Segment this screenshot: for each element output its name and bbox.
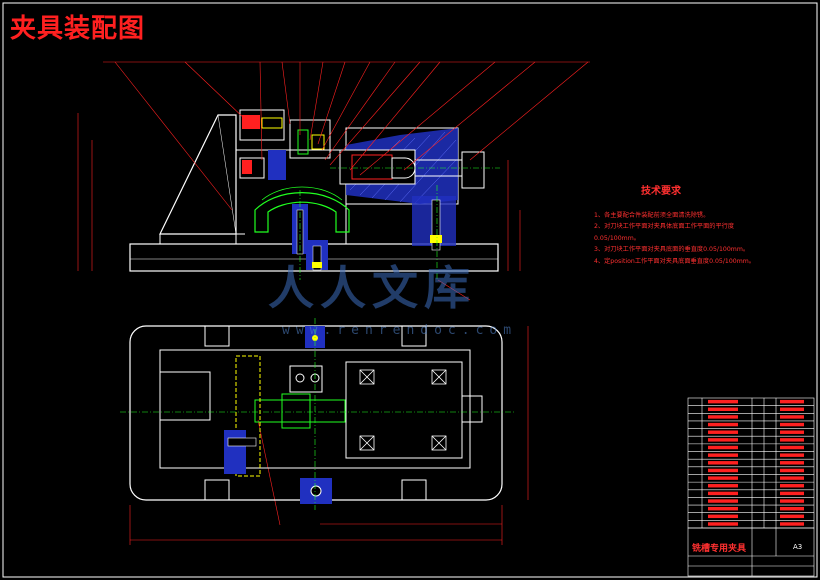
watermark-text: 人人文库 [268,261,476,315]
bom-cell-text [708,506,738,511]
bom-cell-text [708,468,738,473]
bom-cell-text [708,407,738,411]
bom-cell-text [780,453,804,457]
bom-cell-text [780,407,804,411]
bom-cell-text [708,491,738,496]
bom-cell-text [780,476,804,480]
title-block [687,527,815,577]
bom-cell-text [708,522,738,526]
title-block-part-name: 铣槽专用夹具 [692,544,747,554]
bom-cell-text [708,445,738,450]
tech-requirements-list: 1、各主要配合件装配前须全面清洗除锈。 2、对刀块工作平面对夹具体底面工作平面的… [594,210,804,267]
bom-cell-text [780,484,804,488]
bom-cell-text [780,438,804,442]
top-view [120,318,515,510]
bom-cell-text [708,453,738,457]
bom-cell-text [708,484,738,488]
bom-cell-text [780,522,804,526]
tech-requirement: 1、各主要配合件装配前须全面清洗除锈。 [594,212,710,219]
bom-cell-text [780,514,804,519]
watermark-url: www.renrendoc.com [282,323,518,338]
bom-cell-text [780,468,804,473]
bom-cell-text [780,415,804,419]
leader-lines [77,61,590,526]
tech-requirement: 4、定position工作平面对夹具底面垂直度0.05/100mm。 [594,257,755,265]
tech-requirement: 3、对刀块工作平面对夹具底面的垂直度0.05/100mm。 [594,246,750,254]
bom-cell-text [708,438,738,442]
title-block-sheet-size: A3 [793,543,803,551]
bom-cell-text [780,499,804,503]
bom-cell-text [708,430,738,434]
bom-cell-text [708,499,738,503]
bill-of-materials [687,397,815,529]
dimension-lines [129,326,529,545]
bom-cell-text [708,399,738,404]
bom-cell-text [780,422,804,427]
bom-cell-text [780,430,804,434]
tech-requirement: 0.05/100mm。 [594,234,640,242]
bom-cell-text [708,514,738,519]
drawing-title: 夹具装配图 [10,14,146,44]
bom-cell-text [708,476,738,480]
bom-cell-text [708,415,738,419]
tech-requirements-heading: 技术要求 [641,186,681,197]
bom-cell-text [708,461,738,465]
bom-cell-text [780,506,804,511]
front-view [129,109,500,280]
bom-cell-text [780,445,804,450]
bom-cell-text [708,422,738,427]
bom-cell-text [780,399,804,404]
bom-cell-text [780,491,804,496]
bom-cell-text [780,461,804,465]
tech-requirement: 2、对刀块工作平面对夹具体底面工作平面的平行度 [594,223,735,231]
